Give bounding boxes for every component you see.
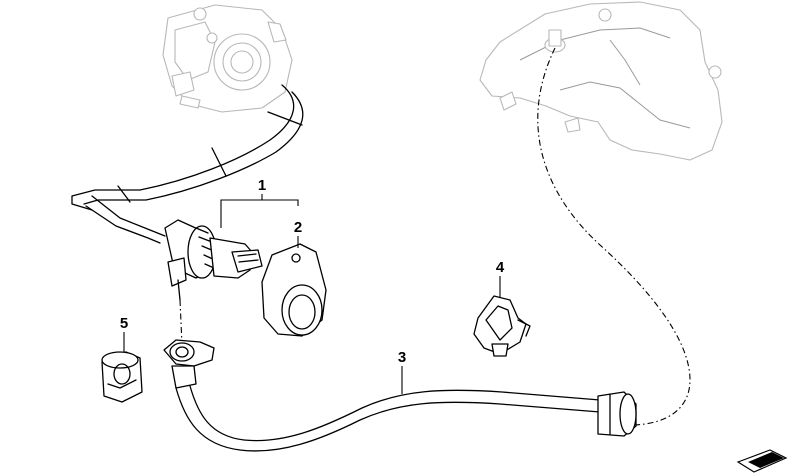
lower-hose-part-3	[163, 339, 637, 452]
grommet-part-2	[261, 243, 327, 337]
callout-2: 2	[294, 219, 302, 236]
callout-1: 1	[258, 177, 266, 194]
intake-manifold-ghost	[479, 1, 723, 161]
callout-4: 4	[496, 259, 505, 276]
upper-hose	[71, 84, 304, 244]
leader-lines	[123, 194, 501, 394]
callout-5: 5	[120, 315, 128, 332]
cap-part-5	[101, 351, 143, 403]
clip-part-4	[473, 295, 531, 357]
connection-path-right	[537, 47, 691, 426]
callout-3: 3	[398, 349, 406, 366]
sensor-part-1	[164, 219, 263, 301]
connection-path-sensor	[179, 299, 183, 346]
pointer-arrow-icon	[736, 449, 788, 473]
throttle-body-ghost	[162, 4, 293, 113]
